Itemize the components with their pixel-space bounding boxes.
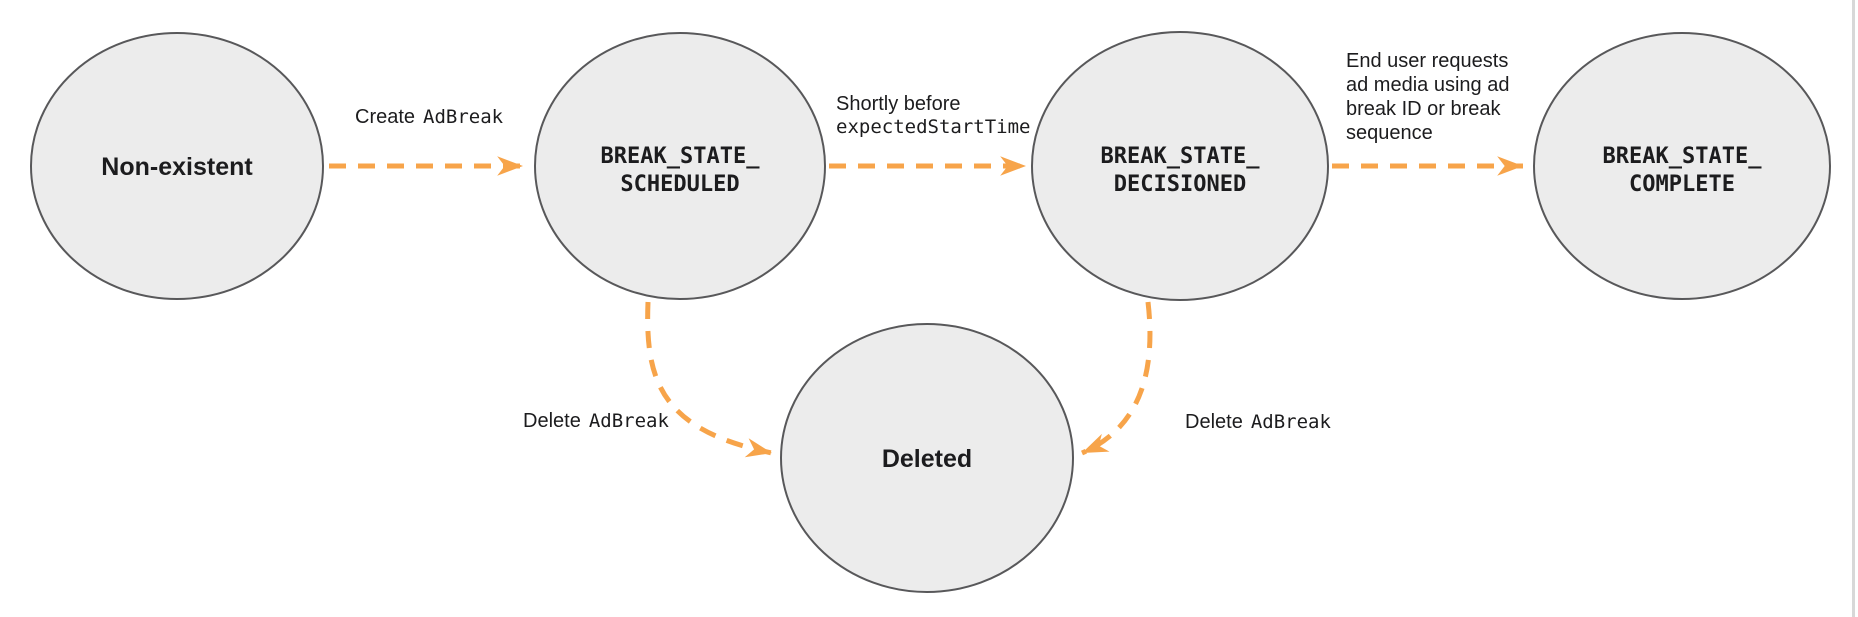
right-edge-divider (1852, 0, 1855, 617)
state-node-break-state-decisioned (1031, 31, 1329, 301)
state-node-break-state-scheduled (534, 32, 826, 300)
state-node-break-state-complete (1533, 32, 1831, 300)
state-label-break-state-scheduled: BREAK_STATE_SCHEDULED (601, 144, 761, 197)
state-label-deleted: Deleted (882, 445, 972, 473)
state-label-non-existent: Non-existent (101, 153, 253, 181)
state-node-deleted (780, 323, 1074, 593)
transition-delete-from-decisioned-arrow (1081, 301, 1153, 456)
state-label-break-state-decisioned: BREAK_STATE_DECISIONED (1101, 144, 1261, 197)
transition-delete-from-scheduled-arrow (645, 301, 773, 458)
state-label-break-state-complete: BREAK_STATE_COMPLETE (1603, 144, 1763, 197)
state-node-non-existent (30, 32, 324, 300)
